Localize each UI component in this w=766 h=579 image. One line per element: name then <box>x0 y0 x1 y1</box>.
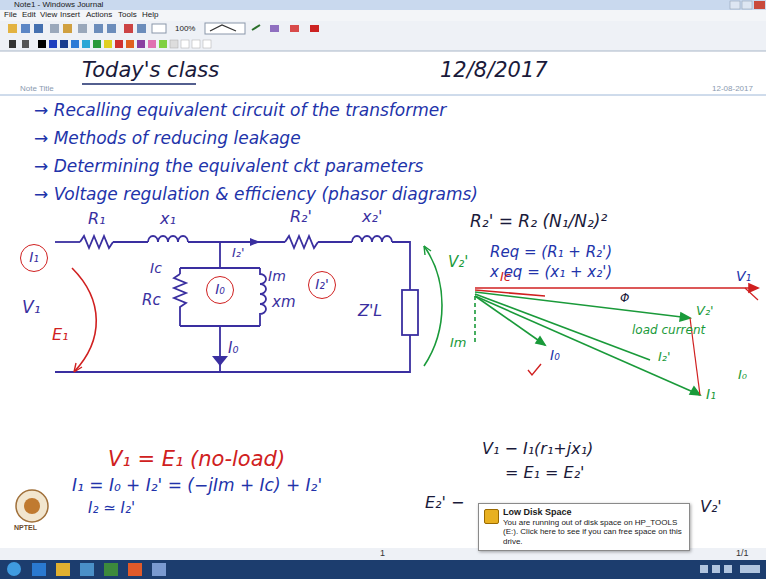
note-heading: Today's class <box>82 58 219 82</box>
phasor-label: load current <box>632 324 705 338</box>
notification-popup: Low Disk SpaceYou are running out of dis… <box>478 503 690 551</box>
component-label: xm <box>272 294 296 311</box>
equation: R₂' = R₂ (N₁/N₂)² <box>470 212 607 232</box>
equation: = E₁ = E₂' <box>505 464 585 482</box>
agenda-item: → Voltage regulation & efficiency (phaso… <box>34 185 478 205</box>
load-impedance <box>402 290 418 335</box>
zoom-level: 100% <box>175 24 195 33</box>
menu-bar <box>0 10 766 21</box>
phasor-label: I₂' <box>658 350 671 365</box>
current-label: I₀ <box>228 340 238 357</box>
menu-item: Edit <box>22 10 36 19</box>
component-label: x₁ <box>160 210 176 228</box>
resistor-symbol <box>80 236 113 248</box>
nptel-logo <box>16 490 48 522</box>
equation: V₁ − I₁(r₁+jx₁) <box>482 440 593 458</box>
current-label: I₂' <box>315 277 329 292</box>
page-field: Note Title <box>20 84 54 93</box>
current-label: I₀ <box>215 282 225 297</box>
popup-body: You are running out of disk space on HP_… <box>503 518 683 547</box>
menu-item: View <box>40 10 57 19</box>
menu-item: Insert <box>60 10 80 19</box>
agenda-item: → Determining the equivalent ckt paramet… <box>34 157 423 177</box>
component-label: R₁ <box>88 210 106 228</box>
emf-arc <box>72 268 96 372</box>
phasor-label: I₀ <box>550 347 560 363</box>
current-label: Im <box>268 268 286 284</box>
voltage-label: V₂' <box>448 254 468 271</box>
component-label: R₂' <box>290 208 312 226</box>
phasor-label: Φ <box>620 292 629 306</box>
equation: I₁ = I₀ + I₂' = (−jIm + Ic) + I₂' <box>72 476 322 496</box>
warning-icon <box>484 509 499 524</box>
phasor-label: Ic <box>500 270 511 285</box>
circled-current: I₂' <box>308 271 336 299</box>
agenda-item: → Recalling equivalent circuit of the tr… <box>34 101 446 121</box>
equation: E₂' − <box>425 494 464 512</box>
equivalent-circuit <box>55 236 418 372</box>
window-title: Note1 - Windows Journal <box>14 0 103 9</box>
tool-bar <box>0 21 766 36</box>
title-bar <box>0 0 766 10</box>
popup-heading: Low Disk Space <box>503 507 683 518</box>
menu-item: File <box>4 10 17 19</box>
underline <box>82 83 196 85</box>
current-label: I₂' <box>232 246 245 261</box>
phasor-label: I₀ <box>738 368 747 383</box>
circled-current: I₀ <box>206 276 234 304</box>
inductor-symbol <box>352 236 392 242</box>
taskbar <box>0 560 766 579</box>
phasor-diagram <box>475 284 758 395</box>
logo-text: NPTEL <box>14 524 37 532</box>
title-rule <box>0 95 766 96</box>
toolbar-icons <box>8 1 765 48</box>
equation: I₂ ≃ I₂' <box>88 500 135 517</box>
page-count: 1/1 <box>736 548 749 558</box>
voltage-label: V₁ <box>22 298 40 318</box>
phasor-label: Im <box>450 336 467 351</box>
component-label: Z'L <box>358 302 382 320</box>
note-date: 12/8/2017 <box>440 58 548 82</box>
page-date: 12-08-2017 <box>712 84 753 93</box>
phasor-label: I₁ <box>706 386 716 402</box>
page-number: 1 <box>380 548 385 558</box>
menu-item: Help <box>142 10 158 19</box>
resistor-symbol <box>285 236 318 248</box>
menu-item: Actions <box>86 10 112 19</box>
circled-current: I₁ <box>20 244 48 272</box>
inductor-symbol <box>148 236 188 242</box>
current-label: I₁ <box>29 250 39 265</box>
inductor-symbol <box>260 268 266 326</box>
voltage-arc <box>424 246 442 366</box>
component-label: Rc <box>142 292 161 309</box>
phasor-label: V₁ <box>736 268 751 284</box>
agenda-item: → Methods of reducing leakage <box>34 129 301 149</box>
equation: V₂' <box>700 498 722 516</box>
component-label: x₂' <box>362 208 382 226</box>
equation: V₁ = E₁ (no-load) <box>108 447 285 471</box>
current-label: Ic <box>150 260 162 276</box>
emf-label: E₁ <box>52 326 69 344</box>
phasor-label: V₂' <box>696 304 714 319</box>
taskbar-icons <box>7 562 760 576</box>
menu-item: Tools <box>118 10 137 19</box>
equation: Req = (R₁ + R₂') <box>490 244 612 261</box>
resistor-symbol <box>174 274 186 326</box>
format-bar <box>0 36 766 51</box>
